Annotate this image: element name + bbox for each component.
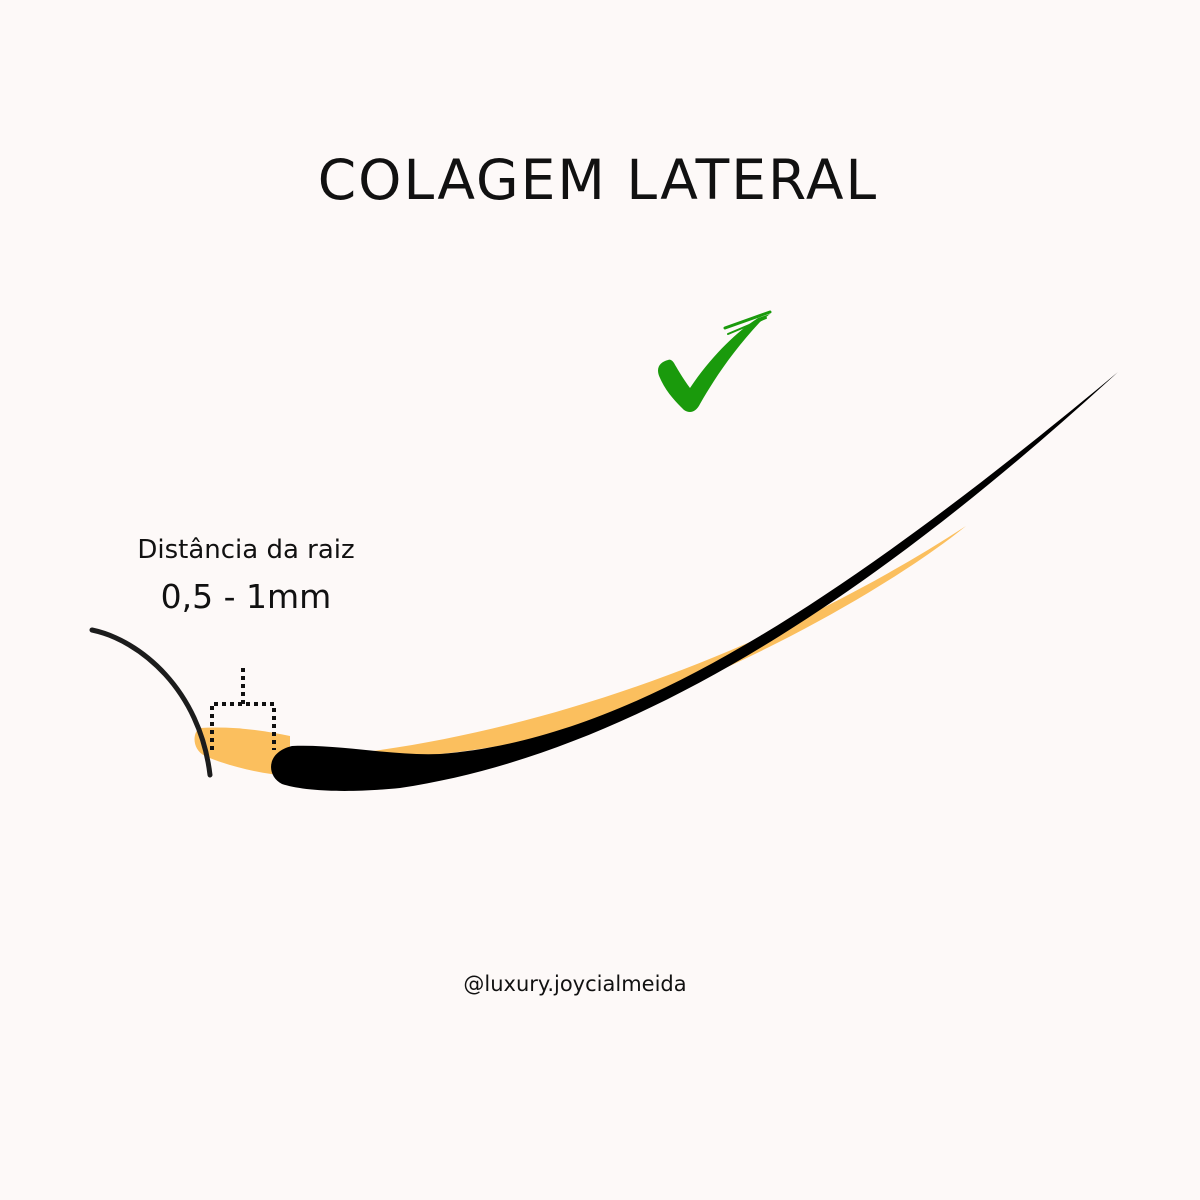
social-handle: @luxury.joycialmeida xyxy=(463,972,687,996)
glue-underline xyxy=(330,526,966,760)
glue-layer xyxy=(194,727,290,776)
distance-value: 0,5 - 1mm xyxy=(160,577,332,616)
distance-bracket xyxy=(210,664,276,750)
check-mark-icon xyxy=(657,310,772,412)
distance-label: Distância da raiz xyxy=(137,535,355,565)
natural-lash xyxy=(89,627,213,778)
page-title: COLAGEM LATERAL xyxy=(317,148,879,212)
eyelash-extension xyxy=(271,372,1118,791)
